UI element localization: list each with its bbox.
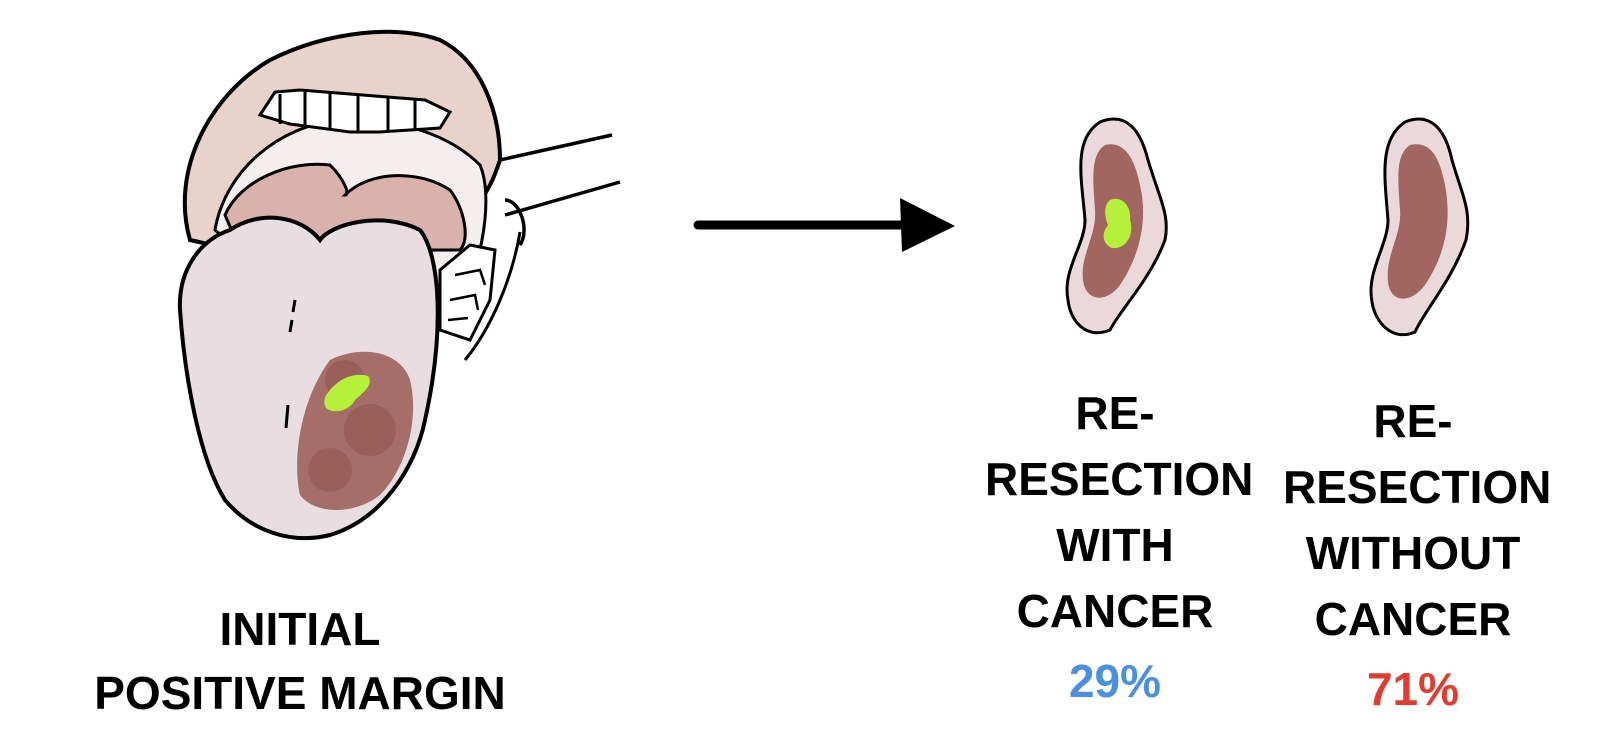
without-line1: RE- <box>1373 395 1453 447</box>
initial-line2: POSITIVE MARGIN <box>94 667 506 719</box>
arrow-right-icon <box>693 198 955 252</box>
without-line3: WITHOUT <box>1305 527 1521 579</box>
specimen-without-cancer-icon <box>1369 117 1470 337</box>
with-line3: WITH <box>1056 519 1174 571</box>
without-line4: CANCER <box>1314 593 1512 645</box>
without-line2: RESECTION <box>1283 461 1552 513</box>
mouth-illustration-icon <box>177 29 621 540</box>
without-cancer-percent: 71% <box>1366 663 1460 715</box>
retractor <box>499 133 621 246</box>
with-line1: RE- <box>1075 387 1155 439</box>
re-resection-without-cancer-label: RE- RESECTION WITHOUT CANCER 71% <box>1283 395 1552 732</box>
tongue-tumor <box>297 351 414 510</box>
with-line2: RESECTION <box>985 453 1254 505</box>
with-line4: CANCER <box>1016 585 1214 637</box>
specimen-with-cancer-icon <box>1065 117 1168 335</box>
re-resection-with-cancer-label: RE- RESECTION WITH CANCER 29% <box>985 387 1254 724</box>
initial-line1: INITIAL <box>219 603 381 655</box>
with-cancer-percent: 29% <box>1068 655 1162 707</box>
lower-teeth <box>438 243 497 342</box>
initial-positive-margin-label: INITIAL POSITIVE MARGIN <box>60 606 540 734</box>
tongue-positive-margin <box>324 374 370 412</box>
upper-teeth <box>257 88 453 134</box>
